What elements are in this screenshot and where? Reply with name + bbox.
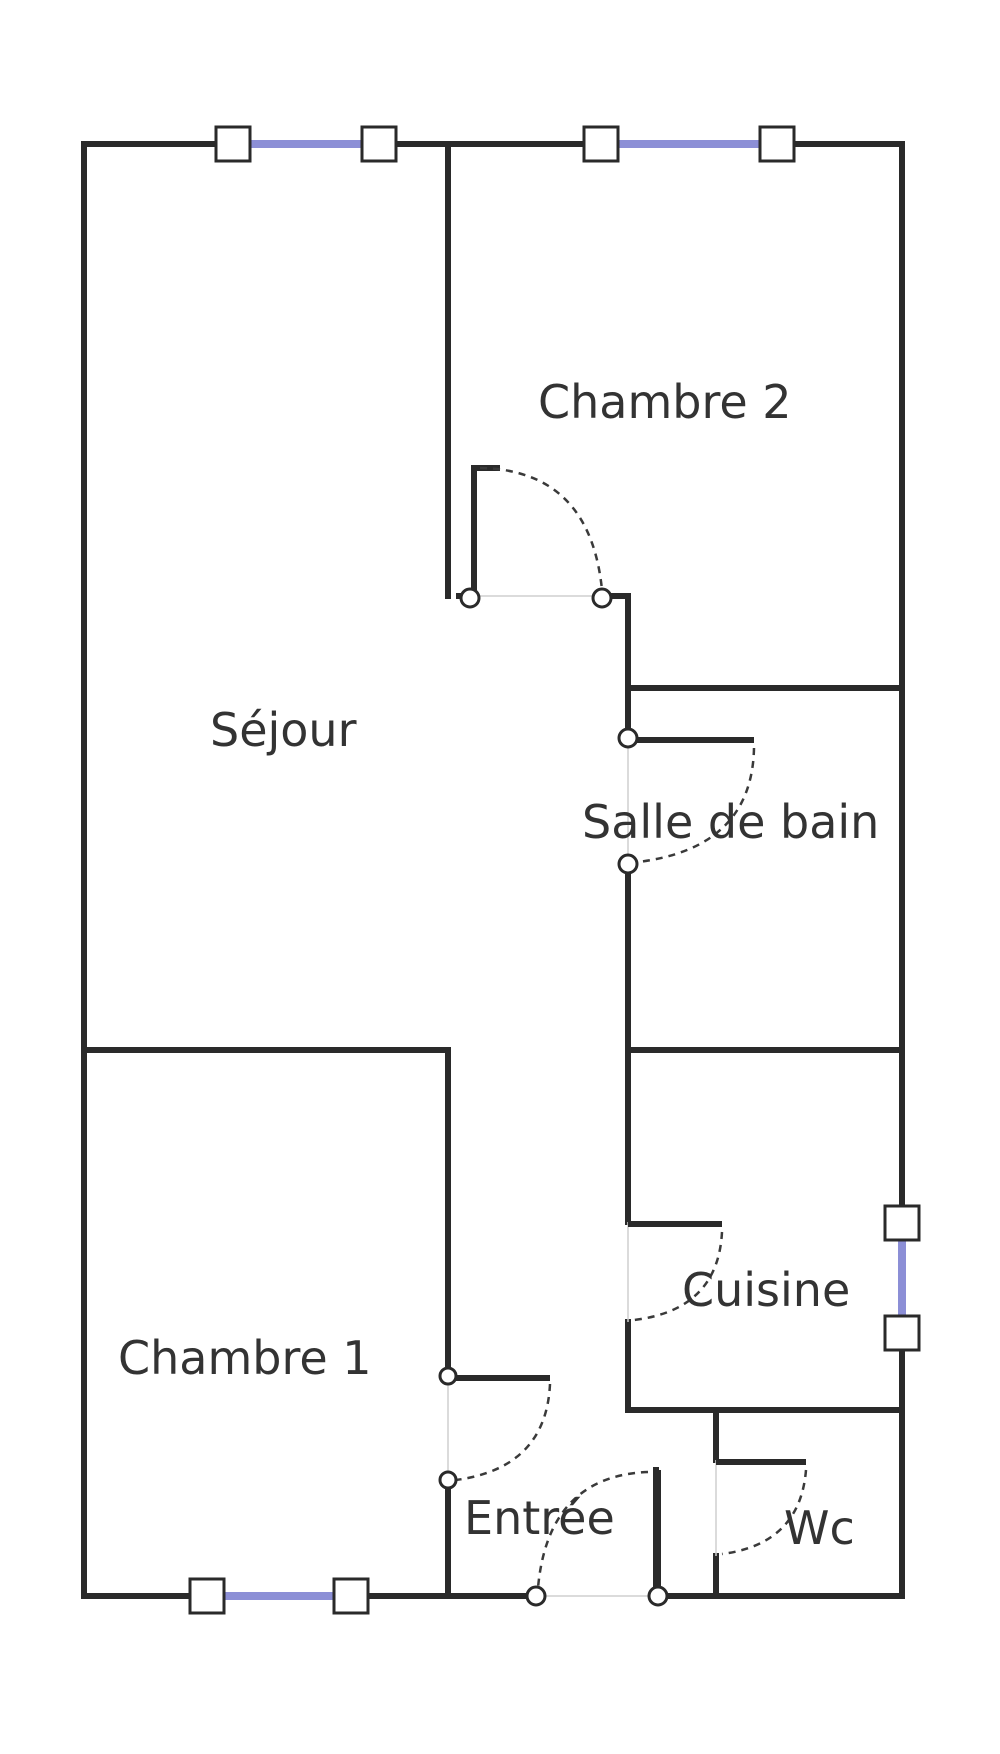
door-hinge (438, 1470, 458, 1490)
room-labels: Chambre 2 Séjour Salle de bain Cuisine C… (118, 375, 879, 1555)
door-entree (525, 1470, 669, 1607)
room-label-salle-de-bain: Salle de bain (582, 795, 879, 849)
window-handle (582, 125, 620, 163)
door-chambre2 (456, 465, 613, 609)
door-salle-de-bain (617, 727, 756, 875)
door-cuisine (627, 1221, 724, 1322)
room-label-cuisine: Cuisine (682, 1263, 850, 1317)
window-handle (332, 1577, 370, 1615)
window-handle (214, 125, 252, 163)
window-sejour (214, 125, 398, 163)
window-handle (883, 1204, 921, 1242)
room-label-chambre2: Chambre 2 (538, 375, 792, 429)
window-chambre2 (582, 125, 796, 163)
door-hinge (647, 1585, 669, 1607)
window-handle (360, 125, 398, 163)
door-chambre1 (438, 1366, 552, 1490)
windows (188, 125, 921, 1615)
room-label-sejour: Séjour (210, 703, 357, 757)
window-handle (758, 125, 796, 163)
room-label-wc: Wc (784, 1501, 855, 1555)
door-hinge (459, 587, 481, 609)
window-handle (188, 1577, 226, 1615)
doors (438, 465, 808, 1607)
door-hinge (525, 1585, 547, 1607)
door-hinge (438, 1366, 458, 1386)
window-chambre1 (188, 1577, 370, 1615)
room-label-entree: Entrée (464, 1491, 615, 1545)
interior-walls (81, 141, 905, 1599)
door-hinge (591, 587, 613, 609)
room-label-chambre1: Chambre 1 (118, 1331, 372, 1385)
window-cuisine (883, 1204, 921, 1352)
window-handle (883, 1314, 921, 1352)
door-hinge (617, 853, 639, 875)
door-hinge (617, 727, 639, 749)
door-wc (715, 1459, 808, 1556)
